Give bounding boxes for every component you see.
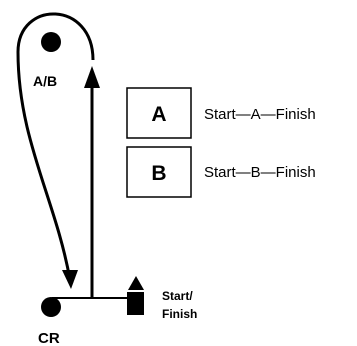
start-flag-icon [128, 276, 144, 290]
legend-route-a: Start—A—Finish [204, 106, 316, 123]
label-finish: Finish [162, 307, 197, 321]
loop-path [16, 12, 95, 281]
start-finish-marker [127, 292, 144, 315]
label-ab: A/B [33, 73, 57, 89]
cone-cr [41, 297, 61, 317]
legend-box-a [126, 87, 192, 139]
legend-letter-b: B [151, 162, 166, 185]
label-cr: CR [38, 330, 60, 346]
legend-letter-a: A [151, 103, 166, 126]
cone-ab [41, 32, 61, 52]
return-arrowhead [84, 66, 100, 88]
legend-box-b [126, 146, 192, 198]
loop-arrowhead [62, 270, 78, 289]
label-start: Start/ [162, 289, 193, 303]
legend-route-b: Start—B—Finish [204, 164, 316, 181]
